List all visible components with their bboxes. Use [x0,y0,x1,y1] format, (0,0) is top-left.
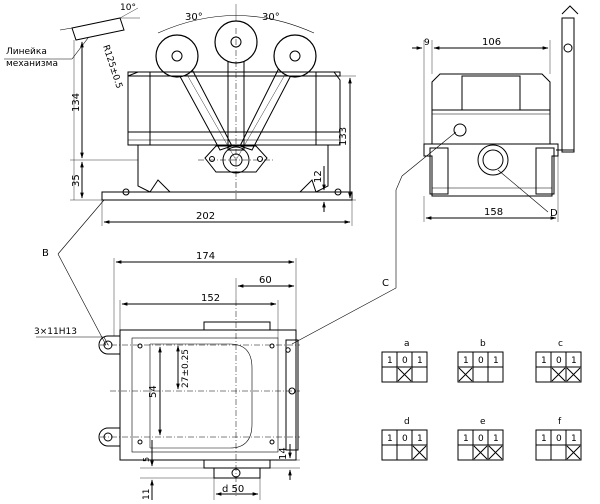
contact-cell [487,444,504,461]
contact-cell [411,366,428,383]
dim-5: 5 [142,457,151,462]
contact-value: 1 [571,434,577,444]
contact-cell [381,366,398,383]
front-dimensions: 134 35 133 12 202 [70,40,356,226]
contact-value: 1 [417,356,423,366]
dim-158: 158 [484,207,503,218]
contact-value: 1 [387,356,393,366]
contact-value: 1 [387,434,393,444]
contact-cell [535,444,552,461]
front-view: 10° Линейка механизма 30° 30° R125±0.5 [4,3,356,226]
dim-60: 60 [259,275,272,286]
dim-12: 12 [313,170,324,183]
dim-202: 202 [196,211,215,222]
contact-cross-mark [566,445,581,460]
contact-cross-mark [412,445,427,460]
callout-lines: B C [42,131,457,346]
contact-diagram-label: f [558,417,562,427]
side-view: 9 106 158 D [412,5,579,222]
contact-value: 1 [463,356,469,366]
dim-174: 174 [196,251,215,262]
angle-30-left: 30° [185,12,203,23]
left-roller [155,34,199,78]
contact-cross-mark [566,367,581,382]
right-roller [273,34,317,78]
contact-value: 1 [463,434,469,444]
dim-54: 54 [148,385,159,398]
contact-value: 0 [402,434,408,444]
contact-value: 0 [478,434,484,444]
front-housing [101,28,353,201]
ruler-label-line1: Линейка [6,47,47,57]
angle-30-right: 30° [262,12,280,23]
contact-value: 1 [541,434,547,444]
dim-134: 134 [71,93,82,112]
contact-cross-mark [458,367,473,382]
dim-35: 35 [71,174,82,187]
contact-cell [565,366,582,383]
contact-cell [487,366,504,383]
dim-106: 106 [482,37,501,48]
contact-diagram-label: d [404,417,410,427]
callout-c: C [382,278,389,289]
radius-label: R125±0.5 [100,44,124,90]
label-d: D [550,208,558,219]
holes-label: 3×11Н13 [34,327,77,337]
contact-value: 1 [493,356,499,366]
contact-value: 1 [571,356,577,366]
contact-cross-mark [397,367,412,382]
contact-value: 0 [478,356,484,366]
contact-cell [411,444,428,461]
contact-value: 0 [556,356,562,366]
cable-entry-d [477,144,509,176]
contact-cross-mark [551,367,566,382]
contact-diagram-label: e [480,417,486,427]
contact-diagram-label: a [404,339,410,349]
ruler-label-line2: механизма [6,59,58,69]
callout-b: B [42,248,49,259]
side-small-boss [453,123,467,137]
contact-cell [565,444,582,461]
contact-cross-mark [473,445,488,460]
contact-cell [472,366,489,383]
dim-11: 11 [142,489,152,500]
contact-value: 1 [541,356,547,366]
contact-cell [535,366,552,383]
contact-diagram-label: c [558,339,563,349]
contact-value: 1 [417,434,423,444]
contact-diagram-label: b [480,339,486,349]
dim-9: 9 [424,38,430,48]
contact-cell [457,444,474,461]
dim-152: 152 [201,293,220,304]
top-view: 174 60 152 27±0.25 54 14 11 5 d 50 3×11Н… [34,251,300,500]
dim-27: 27±0.25 [181,349,191,388]
dim-133: 133 [338,127,349,146]
contact-value: 1 [493,434,499,444]
dim-d50: d 50 [222,484,244,495]
contact-cell [381,444,398,461]
contact-cell [550,444,567,461]
contact-cross-mark [488,445,503,460]
mechanism-ruler: 10° Линейка механизма [4,3,140,69]
dim-14: 14 [278,447,289,460]
contact-value: 0 [556,434,562,444]
angle-10-label: 10° [120,3,136,13]
contact-value: 0 [402,356,408,366]
contact-cell [396,444,413,461]
